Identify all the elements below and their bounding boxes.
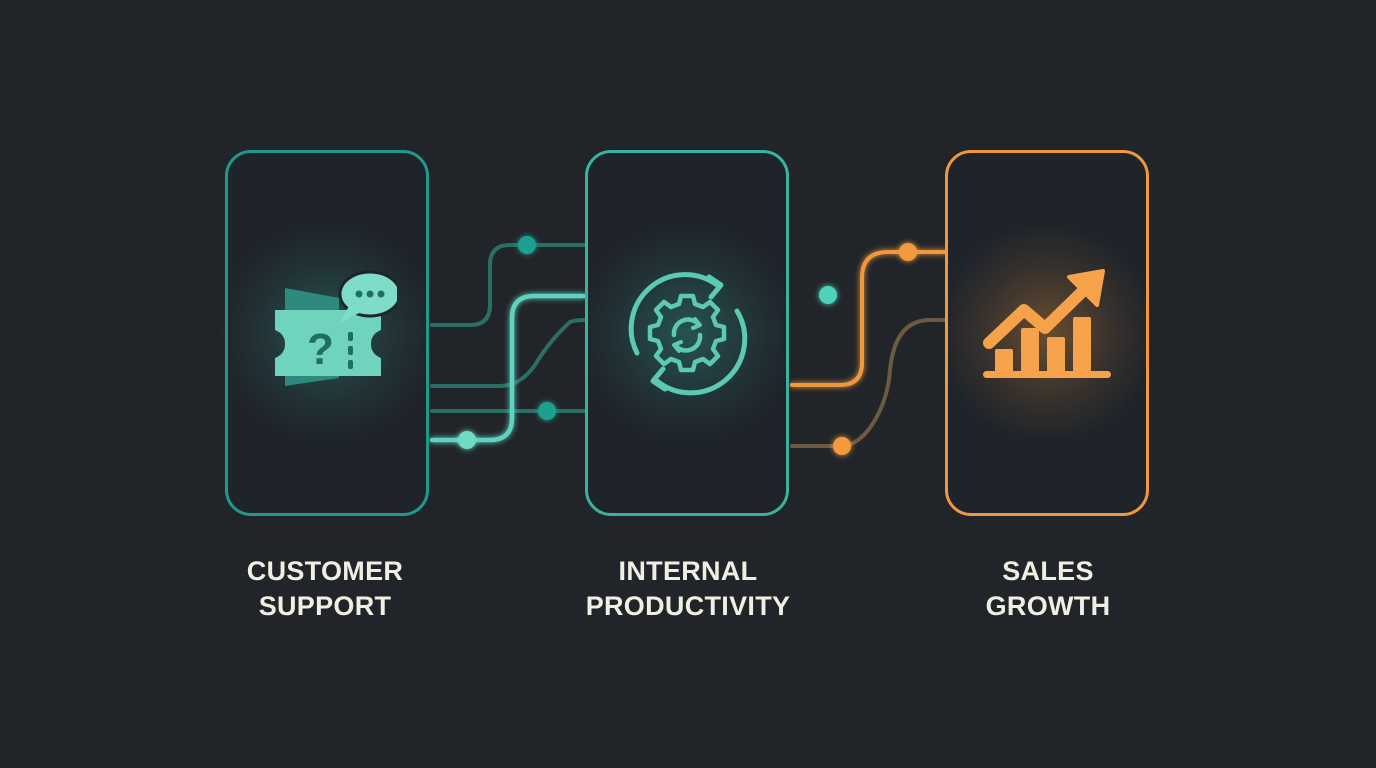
connector-brown — [790, 318, 947, 448]
label-line: PRODUCTIVITY — [585, 591, 791, 621]
connector-node — [819, 286, 837, 304]
card-sales-growth[interactable] — [937, 150, 1157, 516]
connector-node — [899, 243, 917, 261]
connector-group-1 — [429, 236, 587, 449]
svg-text:?: ? — [307, 325, 334, 374]
label-line: INTERNAL — [618, 556, 758, 586]
card-customer-support[interactable]: ? — [217, 150, 437, 516]
connector-node — [518, 236, 536, 254]
ticket-question-chat-icon: ? — [275, 270, 397, 386]
growth-chart-arrow-icon — [983, 269, 1111, 378]
label-line: SALES — [1002, 556, 1094, 586]
icon-glow — [577, 223, 797, 443]
connector-node — [538, 402, 556, 420]
connector-node — [833, 437, 851, 455]
connector-dim-middle — [430, 318, 586, 388]
label-internal-productivity: INTERNAL PRODUCTIVITY — [538, 554, 838, 624]
gear-cycle-icon — [628, 272, 748, 396]
label-customer-support: CUSTOMER SUPPORT — [175, 554, 475, 624]
connector-orange — [790, 250, 947, 387]
connector-node — [458, 431, 476, 449]
connector-dim-upper — [430, 243, 586, 327]
label-line: GROWTH — [985, 591, 1111, 621]
label-line: SUPPORT — [258, 591, 392, 621]
label-line: CUSTOMER — [246, 556, 404, 586]
label-sales-growth: SALES GROWTH — [898, 554, 1198, 624]
connector-group-2 — [789, 243, 948, 455]
card-internal-productivity[interactable] — [577, 150, 797, 516]
connector-bright — [429, 293, 587, 443]
